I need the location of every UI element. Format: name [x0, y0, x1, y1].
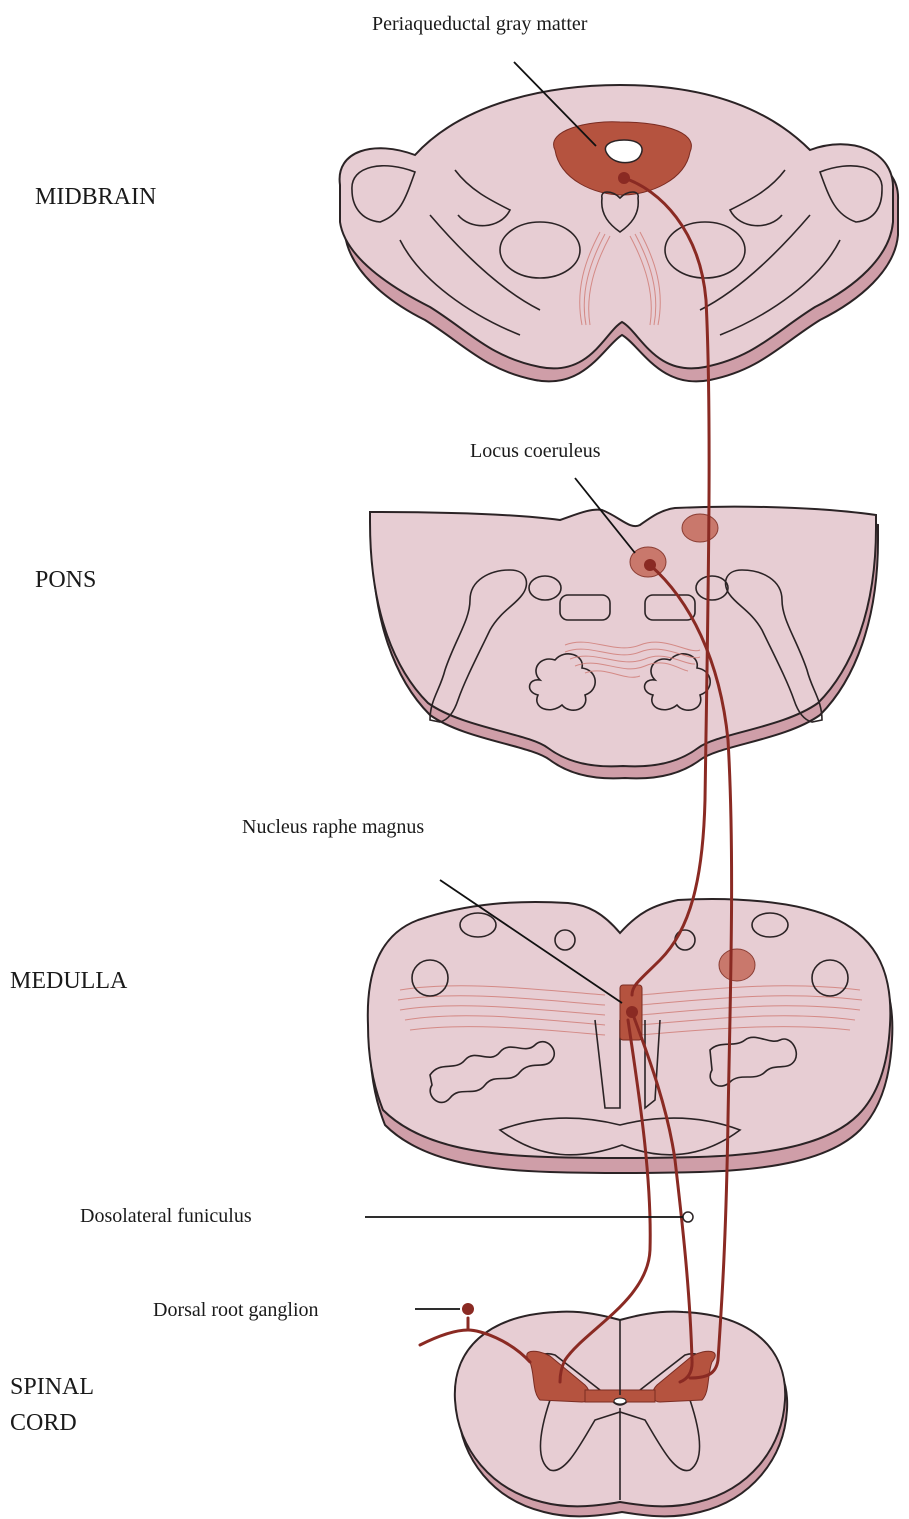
- central-canal: [614, 1398, 626, 1404]
- label-spinal: SPINAL: [10, 1374, 94, 1400]
- label-periaqueductal-gray: Periaqueductal gray matter: [372, 13, 588, 35]
- label-nucleus-raphe-magnus: Nucleus raphe magnus: [242, 816, 424, 838]
- medulla-nucleus-right: [719, 949, 755, 981]
- pag-cell-body: [618, 172, 630, 184]
- label-medulla: MEDULLA: [10, 968, 128, 994]
- label-cord: CORD: [10, 1410, 77, 1436]
- label-locus-coeruleus: Locus coeruleus: [470, 440, 601, 462]
- pons-section: [370, 507, 878, 779]
- lc-cell-body: [644, 559, 656, 571]
- raphe-cell-body: [626, 1006, 638, 1018]
- dorsal-root-ganglion-cell: [462, 1303, 474, 1315]
- midbrain-section: [340, 85, 898, 381]
- pons-nucleus-right: [682, 514, 718, 542]
- label-midbrain: MIDBRAIN: [35, 184, 156, 210]
- label-dorsal-root-ganglion: Dorsal root ganglion: [153, 1299, 319, 1321]
- label-dorsolateral-funiculus: Dosolateral funiculus: [80, 1205, 252, 1227]
- label-pons: PONS: [35, 567, 96, 593]
- dlf-marker: [683, 1212, 693, 1222]
